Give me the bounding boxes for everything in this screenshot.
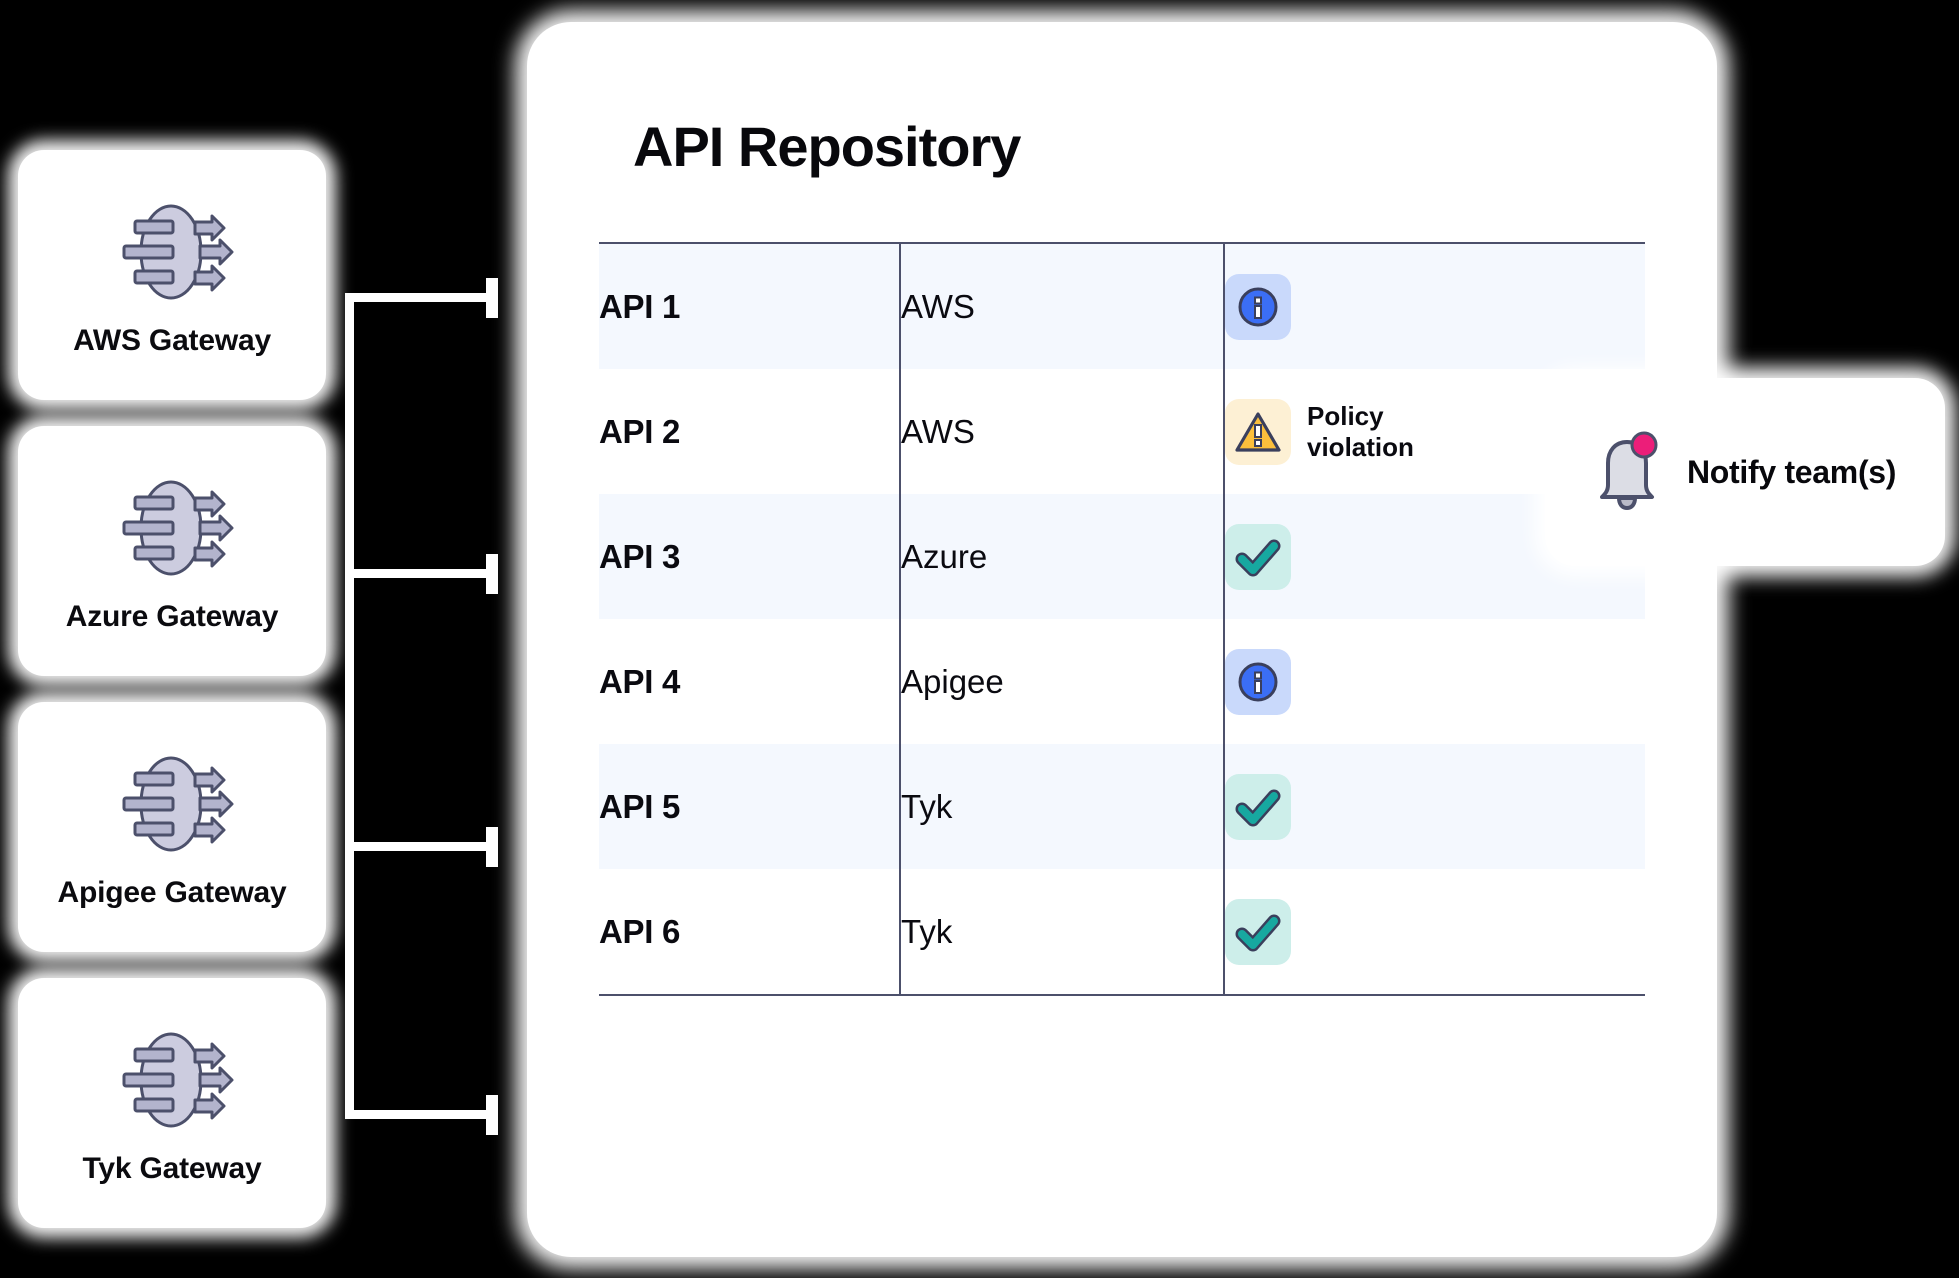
connector-tip-tyk xyxy=(486,1095,498,1135)
gateway-label: Tyk Gateway xyxy=(82,1152,262,1185)
bell-icon xyxy=(1600,431,1658,510)
gateway-list: AWS Gateway Azure Gateway xyxy=(18,150,326,1228)
connector-branch-apigee xyxy=(345,842,495,851)
gateway-label: AWS Gateway xyxy=(73,324,271,357)
connector-tip-aws xyxy=(486,278,498,318)
gateway-label: Apigee Gateway xyxy=(57,876,287,909)
connector-tip-apigee xyxy=(486,827,498,867)
api-gateway-icon xyxy=(122,480,234,576)
table-row[interactable]: API 4 Apigee xyxy=(599,619,1645,744)
api-repository-card: API Repository API 1 AWS xyxy=(527,22,1717,1257)
api-gateway-icon xyxy=(122,204,234,300)
connector-tip-azure xyxy=(486,554,498,594)
table-row[interactable]: API 3 Azure xyxy=(599,494,1645,619)
table-row[interactable]: API 5 Tyk xyxy=(599,744,1645,869)
gateway-card-aws[interactable]: AWS Gateway xyxy=(18,150,326,400)
warning-icon[interactable] xyxy=(1225,398,1291,465)
status-label: Policy violation xyxy=(1307,400,1414,462)
status-cell xyxy=(1224,619,1645,744)
provider-cell: AWS xyxy=(900,369,1225,494)
provider-cell: Azure xyxy=(900,494,1225,619)
api-name-cell: API 5 xyxy=(599,744,901,869)
api-name-cell: API 6 xyxy=(599,869,901,996)
check-icon[interactable] xyxy=(1225,898,1291,965)
provider-cell: Tyk xyxy=(900,744,1225,869)
connector-branch-azure xyxy=(345,569,495,578)
check-icon[interactable] xyxy=(1225,523,1291,590)
info-icon[interactable] xyxy=(1225,648,1291,715)
connector-branch-aws xyxy=(345,293,495,302)
notify-teams-popup[interactable]: Notify team(s) xyxy=(1545,378,1945,566)
provider-cell: Apigee xyxy=(900,619,1225,744)
status-cell xyxy=(1224,869,1645,996)
page-title: API Repository xyxy=(633,115,1021,178)
api-gateway-icon xyxy=(122,756,234,852)
api-name-cell: API 2 xyxy=(599,369,901,494)
connector-branch-tyk xyxy=(345,1110,495,1119)
api-name-cell: API 3 xyxy=(599,494,901,619)
status-cell xyxy=(1224,242,1645,369)
info-icon[interactable] xyxy=(1225,273,1291,340)
connector-trunk xyxy=(345,297,354,1117)
check-icon[interactable] xyxy=(1225,773,1291,840)
api-table: API 1 AWS xyxy=(599,242,1645,996)
gateway-card-apigee[interactable]: Apigee Gateway xyxy=(18,702,326,952)
notify-label: Notify team(s) xyxy=(1687,453,1897,490)
gateway-label: Azure Gateway xyxy=(65,600,279,633)
provider-cell: AWS xyxy=(900,242,1225,369)
gateway-card-tyk[interactable]: Tyk Gateway xyxy=(18,978,326,1228)
table-row[interactable]: API 6 Tyk xyxy=(599,869,1645,996)
table-row[interactable]: API 2 AWS Policy violation xyxy=(599,369,1645,494)
api-gateway-icon xyxy=(122,1032,234,1128)
table-row[interactable]: API 1 AWS xyxy=(599,242,1645,369)
provider-cell: Tyk xyxy=(900,869,1225,996)
api-name-cell: API 4 xyxy=(599,619,901,744)
gateway-card-azure[interactable]: Azure Gateway xyxy=(18,426,326,676)
status-cell xyxy=(1224,744,1645,869)
api-name-cell: API 1 xyxy=(599,242,901,369)
